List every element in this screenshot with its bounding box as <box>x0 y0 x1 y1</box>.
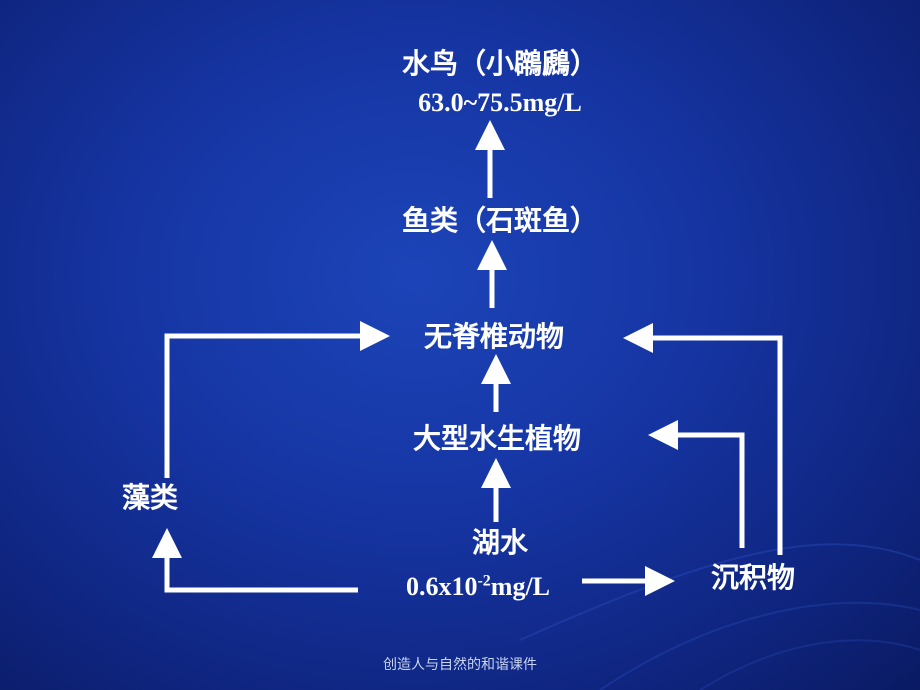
arrow-lake-to-algae <box>152 528 358 593</box>
arrow-algae-to-invertebrates <box>164 321 390 478</box>
arrow-sediment-to-invertebrates <box>623 323 783 555</box>
lake-water-value-unit: mg/L <box>490 572 551 601</box>
arrow-sediment-to-macrophytes <box>648 420 745 548</box>
node-sediment: 沉积物 <box>710 561 796 594</box>
lake-water-concentration: 0.6x10-2mg/L <box>406 572 550 602</box>
waterbird-concentration: 63.0~75.5mg/L <box>418 88 582 117</box>
node-invertebrates: 无脊椎动物 <box>423 320 565 353</box>
slide-footer: 创造人与自然的和谐课件 <box>383 657 537 673</box>
node-waterbird: 水鸟（小鸊鷉） <box>401 47 599 80</box>
lake-water-value-exponent: -2 <box>477 572 491 590</box>
node-fish: 鱼类（石斑鱼） <box>401 204 599 237</box>
node-algae: 藻类 <box>121 481 179 514</box>
lake-water-value-base: 0.6x10 <box>405 572 478 601</box>
node-lake-water: 湖水 <box>471 526 529 559</box>
node-macrophytes: 大型水生植物 <box>412 422 582 455</box>
